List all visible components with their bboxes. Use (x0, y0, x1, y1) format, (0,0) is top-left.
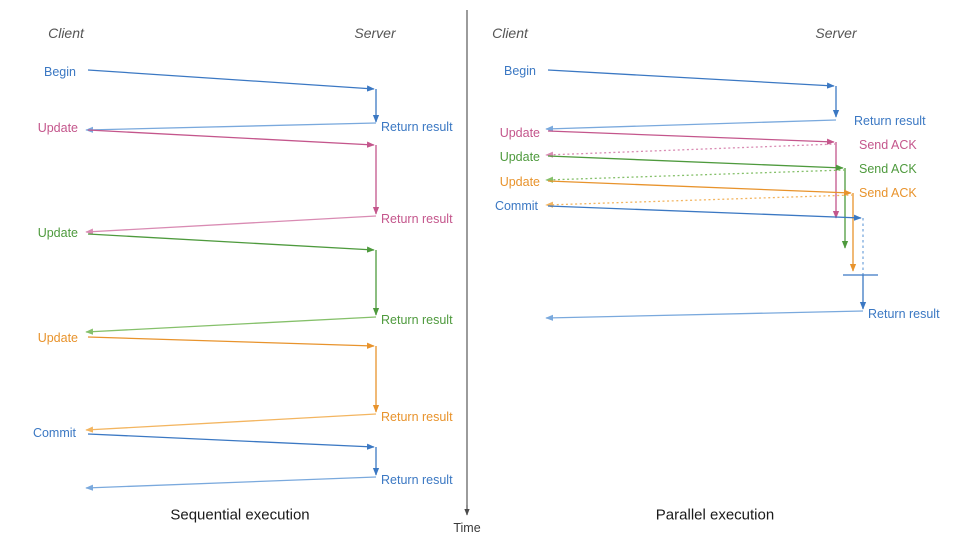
server-message-label: Send ACK (859, 137, 917, 152)
time-axis-label: Time (453, 521, 481, 535)
sequential-update1-reply (85, 215, 377, 235)
parallel-update1-request (547, 130, 835, 145)
sequential-begin-reply (85, 122, 377, 133)
panel-header-server-sequential: Server (354, 25, 396, 41)
server-message-label: Return result (381, 409, 453, 424)
parallel-update3-request (547, 180, 852, 196)
sequential-commit-reply (85, 476, 377, 491)
sequential-commit-request (87, 433, 375, 450)
client-message-label: Commit (494, 198, 538, 213)
server-message-label: Return result (381, 312, 453, 327)
server-message-label: Return result (381, 472, 453, 487)
client-message-label: Update (499, 174, 540, 189)
client-message-label: Update (37, 225, 78, 240)
client-message-label: Begin (44, 64, 76, 79)
server-message-label: Return result (868, 306, 940, 321)
sequential-begin-request (87, 69, 375, 92)
sequential-update2-request (87, 233, 375, 253)
client-message-label: Update (499, 125, 540, 140)
sequential-update1-request (87, 129, 375, 148)
server-message-label: Return result (854, 113, 926, 128)
parallel-begin-reply (545, 119, 837, 132)
panel-caption-sequential: Sequential execution (170, 506, 310, 524)
server-message-label: Return result (381, 119, 453, 134)
client-message-label: Begin (504, 63, 536, 78)
sequential-update3-reply (85, 413, 377, 433)
sequential-update3-request (87, 336, 375, 349)
panel-header-server-parallel: Server (815, 25, 857, 41)
server-message-label: Send ACK (859, 185, 917, 200)
parallel-update1-ack (545, 143, 837, 158)
panel-caption-parallel: Parallel execution (655, 506, 775, 524)
panel-header-client-parallel: Client (492, 25, 528, 41)
parallel-commit-request (547, 205, 862, 221)
client-message-label: Update (37, 330, 78, 345)
server-message-label: Return result (381, 211, 453, 226)
client-message-label: Update (499, 149, 540, 164)
server-message-label: Send ACK (859, 161, 917, 176)
sequential-update2-reply (85, 316, 377, 335)
panel-header-client-sequential: Client (48, 25, 84, 41)
parallel-update2-request (547, 155, 844, 171)
client-message-label: Commit (32, 425, 76, 440)
parallel-begin-request (547, 69, 835, 89)
parallel-update3-ack (545, 194, 854, 208)
parallel-update2-ack (545, 169, 846, 183)
parallel-commit-reply (545, 310, 864, 321)
client-message-label: Update (37, 120, 78, 135)
